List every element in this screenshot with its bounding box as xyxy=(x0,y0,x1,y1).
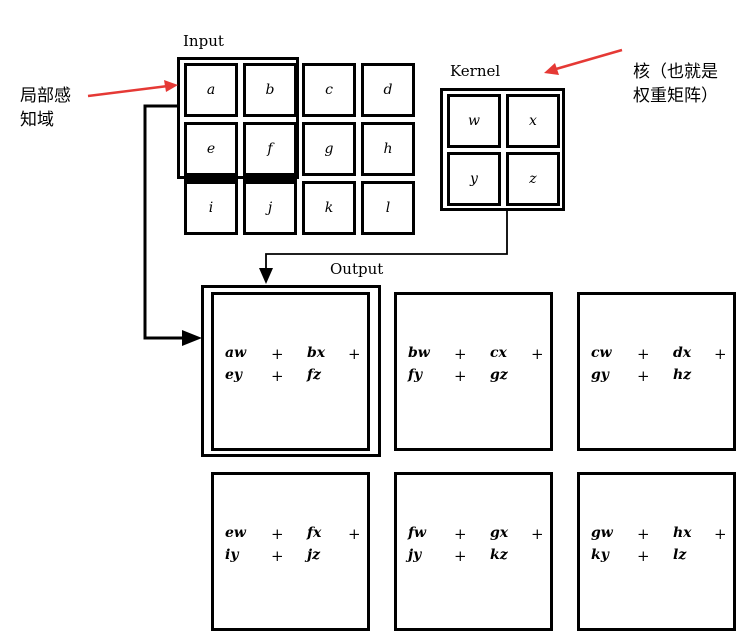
output-term: fy xyxy=(408,367,423,383)
plus-sign: + xyxy=(454,525,467,543)
kernel-annotation: 核（也就是 权重矩阵） xyxy=(633,60,718,108)
output-term: jy xyxy=(408,547,422,563)
output-term: ey xyxy=(225,367,243,383)
input-cell: d xyxy=(361,63,415,117)
output-highlight-frame xyxy=(201,285,381,457)
kernel-annotation-line2: 权重矩阵） xyxy=(633,86,718,106)
kernel-frame xyxy=(440,88,565,211)
input-cell: f xyxy=(243,122,297,176)
output-term: ky xyxy=(591,547,609,563)
output-term: jz xyxy=(307,547,321,563)
input-cell: k xyxy=(302,181,356,235)
receptive-field-annotation-arrowhead xyxy=(164,80,178,92)
input-cell: g xyxy=(302,122,356,176)
input-cell: l xyxy=(361,181,415,235)
plus-sign: + xyxy=(531,525,544,543)
output-cell: aw + bx + ey + fz xyxy=(211,292,370,451)
input-cell: h xyxy=(361,122,415,176)
receptive-field-line2: 知域 xyxy=(20,110,54,130)
output-term: dx xyxy=(673,345,692,361)
plus-sign: + xyxy=(271,367,284,385)
kernel-to-output-line xyxy=(265,210,508,272)
input-label: Input xyxy=(183,32,224,50)
input-cell: j xyxy=(243,181,297,235)
output-term: iy xyxy=(225,547,239,563)
kernel-annotation-arrowhead xyxy=(544,63,559,75)
output-term: kz xyxy=(490,547,508,563)
kernel-cell: w xyxy=(447,94,501,148)
kernel-annotation-arrow xyxy=(555,48,623,71)
input-cell: c xyxy=(302,63,356,117)
receptive-field-to-output-arrowhead xyxy=(182,330,202,346)
output-term: cx xyxy=(490,345,507,361)
output-term: hz xyxy=(673,367,692,383)
kernel-annotation-line1: 核（也就是 xyxy=(633,62,718,82)
kernel-cell: z xyxy=(506,152,560,206)
input-cell: a xyxy=(184,63,238,117)
output-label: Output xyxy=(330,260,384,278)
plus-sign: + xyxy=(348,525,361,543)
output-term: gy xyxy=(591,367,609,383)
receptive-field-frame xyxy=(177,57,299,179)
output-term: lz xyxy=(673,547,687,563)
output-cell: cw + dx + gy + hz xyxy=(577,292,736,451)
output-term: hx xyxy=(673,525,692,541)
plus-sign: + xyxy=(714,525,727,543)
output-cell: fw + gx + jy + kz xyxy=(394,472,553,631)
input-cell: i xyxy=(184,181,238,235)
plus-sign: + xyxy=(271,525,284,543)
kernel-cell: y xyxy=(447,152,501,206)
output-cell: gw + hx + ky + lz xyxy=(577,472,736,631)
plus-sign: + xyxy=(531,345,544,363)
plus-sign: + xyxy=(271,547,284,565)
output-cell: bw + cx + fy + gz xyxy=(394,292,553,451)
output-term: cw xyxy=(591,345,612,361)
plus-sign: + xyxy=(637,345,650,363)
output-cell: ew + fx + iy + jz xyxy=(211,472,370,631)
plus-sign: + xyxy=(637,525,650,543)
plus-sign: + xyxy=(637,367,650,385)
output-term: bx xyxy=(307,345,326,361)
plus-sign: + xyxy=(454,367,467,385)
output-term: gx xyxy=(490,525,509,541)
receptive-field-annotation: 局部感 知域 xyxy=(20,84,71,132)
output-term: ew xyxy=(225,525,246,541)
output-term: fz xyxy=(307,367,321,383)
output-term: gw xyxy=(591,525,613,541)
kernel-label: Kernel xyxy=(450,62,501,80)
output-term: bw xyxy=(408,345,430,361)
plus-sign: + xyxy=(637,547,650,565)
kernel-to-output-arrowhead xyxy=(259,268,273,284)
output-term: gz xyxy=(490,367,508,383)
plus-sign: + xyxy=(348,345,361,363)
plus-sign: + xyxy=(454,345,467,363)
kernel-cell: x xyxy=(506,94,560,148)
input-cell: b xyxy=(243,63,297,117)
output-term: fw xyxy=(408,525,427,541)
output-term: aw xyxy=(225,345,247,361)
output-term: fx xyxy=(307,525,322,541)
plus-sign: + xyxy=(271,345,284,363)
receptive-field-to-output-line xyxy=(143,104,186,340)
plus-sign: + xyxy=(714,345,727,363)
receptive-field-annotation-arrow xyxy=(87,84,169,98)
plus-sign: + xyxy=(454,547,467,565)
input-cell: e xyxy=(184,122,238,176)
receptive-field-line1: 局部感 xyxy=(20,86,71,106)
